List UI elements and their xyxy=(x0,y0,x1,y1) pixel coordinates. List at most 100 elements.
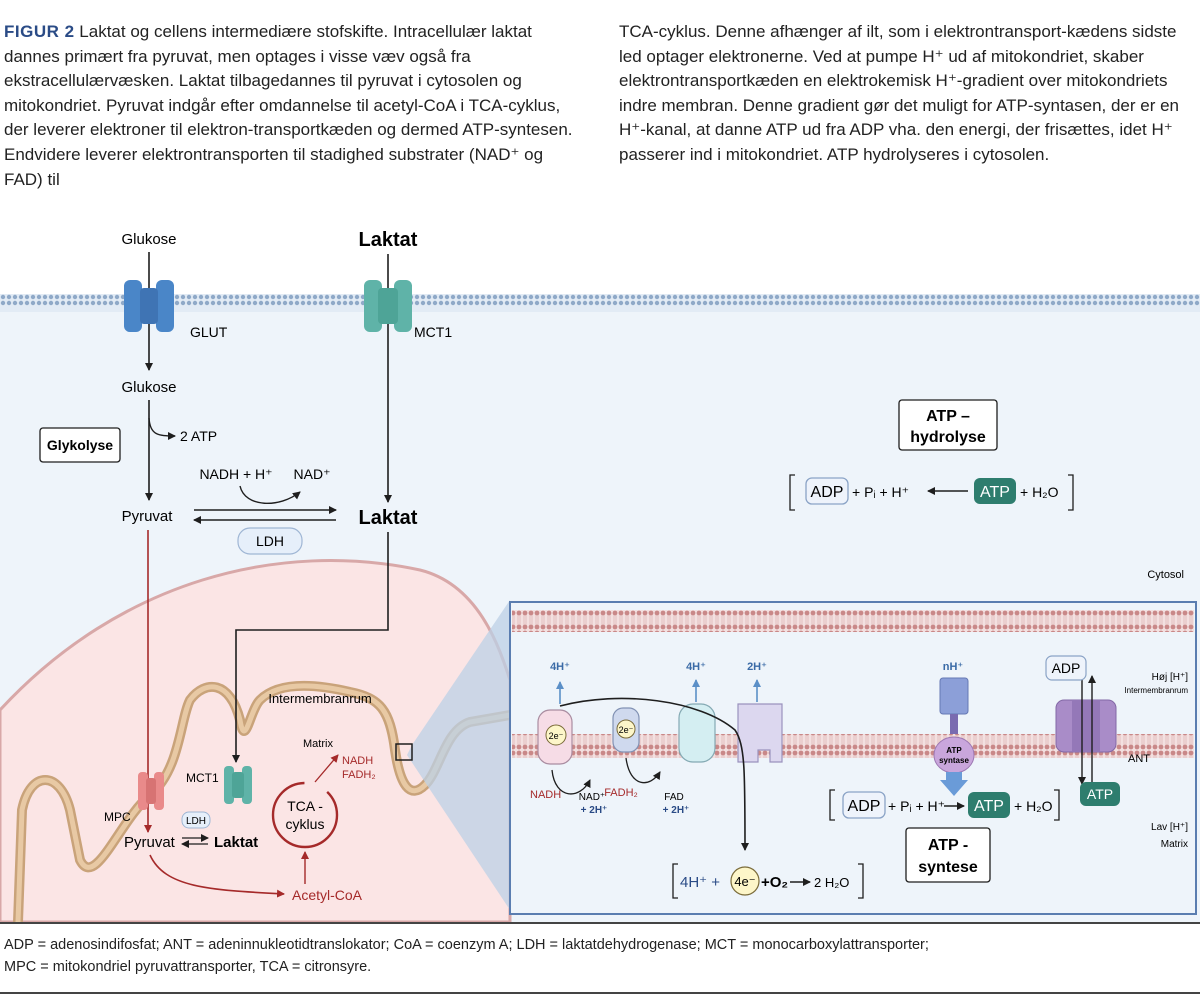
atp-syntese-line1: ATP - xyxy=(928,837,968,854)
ldh-label: LDH xyxy=(256,533,284,549)
ant-atp-badge xyxy=(1080,782,1120,806)
two-atp-label: 2 ATP xyxy=(180,428,217,444)
footer-line-2: MPC = mitokondriel pyruvattransporter, T… xyxy=(4,959,372,975)
footer-rule-bottom xyxy=(0,992,1200,994)
hydrolyse-atp: ATP xyxy=(980,484,1010,501)
tca-line2: cyklus xyxy=(286,816,325,832)
laktat-extracellular: Laktat xyxy=(359,229,418,251)
h4-a-label: 4H⁺ xyxy=(550,661,570,673)
mct1-top-label: MCT1 xyxy=(414,324,452,340)
etc-fadh2-label: FADH₂ xyxy=(604,787,638,799)
four-electrons-badge xyxy=(730,866,760,896)
hydrolyse-atp-badge xyxy=(974,478,1016,504)
o2-label: +O₂ xyxy=(761,874,788,891)
zoom-cone xyxy=(407,600,510,910)
etc-plus2h-b: + 2H⁺ xyxy=(663,805,690,816)
etc-nad-label: NAD⁺ xyxy=(579,792,605,803)
glut-transporter xyxy=(124,280,174,332)
atp-hydrolyse-line1: ATP – xyxy=(926,408,970,425)
arrow-laktat-to-mito xyxy=(232,532,389,763)
synthese-h2o-label: + H₂O xyxy=(1014,798,1053,814)
ant-label: ANT xyxy=(1128,753,1150,765)
synthese-adp-label: ADP xyxy=(848,798,881,815)
caption-left-text: Laktat og cellens intermediære stofskift… xyxy=(4,22,573,189)
h2-label: 2H⁺ xyxy=(747,661,767,673)
svg-text:syntase: syntase xyxy=(939,756,969,765)
h4-b-label: 4H⁺ xyxy=(686,661,706,673)
complex-4 xyxy=(737,703,783,763)
tca-cycle-ring xyxy=(271,781,339,849)
atp-synthase-flow-arrow xyxy=(940,772,968,796)
electron-pair-b xyxy=(616,719,636,739)
etc-plus2h-a: + 2H⁺ xyxy=(581,805,608,816)
ant-adp-label: ADP xyxy=(1052,660,1081,676)
footer-line-1: ADP = adenosindifosfat; ANT = adeninnukl… xyxy=(4,937,929,953)
matrix-small-label: Matrix xyxy=(1161,839,1188,850)
nh-label: nH⁺ xyxy=(943,661,964,673)
abbreviations-footer: ADP = adenosindifosfat; ANT = adeninnukl… xyxy=(4,934,1194,978)
intermembranrum-small-label: Intermembranrum xyxy=(1124,686,1188,695)
etc-nadh-label: NADH xyxy=(530,789,561,801)
mct1-mito-label: MCT1 xyxy=(186,771,219,785)
glykolyse-box xyxy=(39,427,121,463)
glukose-intracellular: Glukose xyxy=(121,379,176,396)
synthese-atp-label: ATP xyxy=(974,798,1004,815)
hydrolyse-adp: ADP xyxy=(811,484,844,501)
cytosol-label: Cytosol xyxy=(1147,569,1184,581)
lactate-metabolism-diagram: Glukose Laktat GLUT MCT1 Glukose 2 ATP G… xyxy=(0,210,1200,927)
figure-label: FIGUR 2 xyxy=(4,22,75,41)
svg-text:2e⁻: 2e⁻ xyxy=(549,731,564,741)
hydrolyse-pih: + Pᵢ + H⁺ xyxy=(852,484,909,500)
svg-text:ATP: ATP xyxy=(946,746,962,755)
footer-rule-top xyxy=(0,922,1200,924)
hoj-h-label: Høj [H⁺] xyxy=(1152,672,1189,683)
electron-flow-arrow xyxy=(559,697,749,851)
matrix-label: Matrix xyxy=(303,738,333,750)
mct1-transporter xyxy=(364,280,412,332)
arrow-to-acetylcoa xyxy=(149,854,285,898)
ant-adp-badge xyxy=(1045,655,1087,681)
complex-3 xyxy=(678,703,716,763)
figure-caption: FIGUR 2 Laktat og cellens intermediære s… xyxy=(0,0,1200,200)
o2-4e-label: 4e⁻ xyxy=(734,874,755,889)
svg-text:2e⁻: 2e⁻ xyxy=(619,725,634,735)
atp-synthase-f1 xyxy=(933,736,975,774)
acetyl-coa-label: Acetyl-CoA xyxy=(292,887,363,903)
ldh-small-label: LDH xyxy=(186,816,206,827)
fadh2-red-label: FADH₂ xyxy=(342,769,376,781)
intermembranrum-label: Intermembranrum xyxy=(268,691,371,706)
atp-hydrolyse-line2: hydrolyse xyxy=(910,429,986,446)
glut-label: GLUT xyxy=(190,324,228,340)
caption-left-column: FIGUR 2 Laktat og cellens intermediære s… xyxy=(4,20,584,192)
hydrolyse-adp-badge xyxy=(805,477,849,505)
etc-fad-label: FAD xyxy=(664,792,683,803)
mpc-label: MPC xyxy=(104,810,131,824)
glykolyse-label: Glykolyse xyxy=(47,437,113,453)
zoom-box xyxy=(395,743,413,761)
o2-4h-label: 4H⁺ + xyxy=(680,874,720,891)
mpc-transporter xyxy=(138,772,164,810)
ldh-badge xyxy=(237,527,303,555)
etc-inset: 2e⁻ 2e⁻ 4H⁺ 4H⁺ 2H⁺ NADH NAD⁺ + 2H⁺ FADH… xyxy=(509,601,1197,915)
electron-pair-a xyxy=(545,724,567,746)
ldh-small-badge xyxy=(181,811,211,829)
laktat-cytosol-label: Laktat xyxy=(359,507,418,529)
atp-syntese-line2: syntese xyxy=(918,859,978,876)
cell-membrane xyxy=(0,294,1200,312)
glukose-extracellular: Glukose xyxy=(121,231,176,248)
atp-hydrolyse-box xyxy=(898,399,998,451)
nad-label: NAD⁺ xyxy=(294,466,331,482)
o2-h2o-label: 2 H₂O xyxy=(814,875,849,890)
arrow-2atp xyxy=(148,417,176,440)
lav-h-label: Lav [H⁺] xyxy=(1151,822,1188,833)
atp-synthase-fo xyxy=(939,677,969,715)
arrow-nadh-nad xyxy=(239,485,301,504)
pyruvat-label: Pyruvat xyxy=(122,508,174,525)
atp-syntese-box xyxy=(905,827,991,883)
laktat-mito-label: Laktat xyxy=(214,834,258,851)
nadh-h-label: NADH + H⁺ xyxy=(199,466,272,482)
pyruvat-mito-label: Pyruvat xyxy=(124,834,176,851)
caption-right-column: TCA-cyklus. Denne afhænger af ilt, som i… xyxy=(619,20,1199,168)
synthese-atp-badge xyxy=(968,792,1010,818)
nadh-red-label: NADH xyxy=(342,755,373,767)
